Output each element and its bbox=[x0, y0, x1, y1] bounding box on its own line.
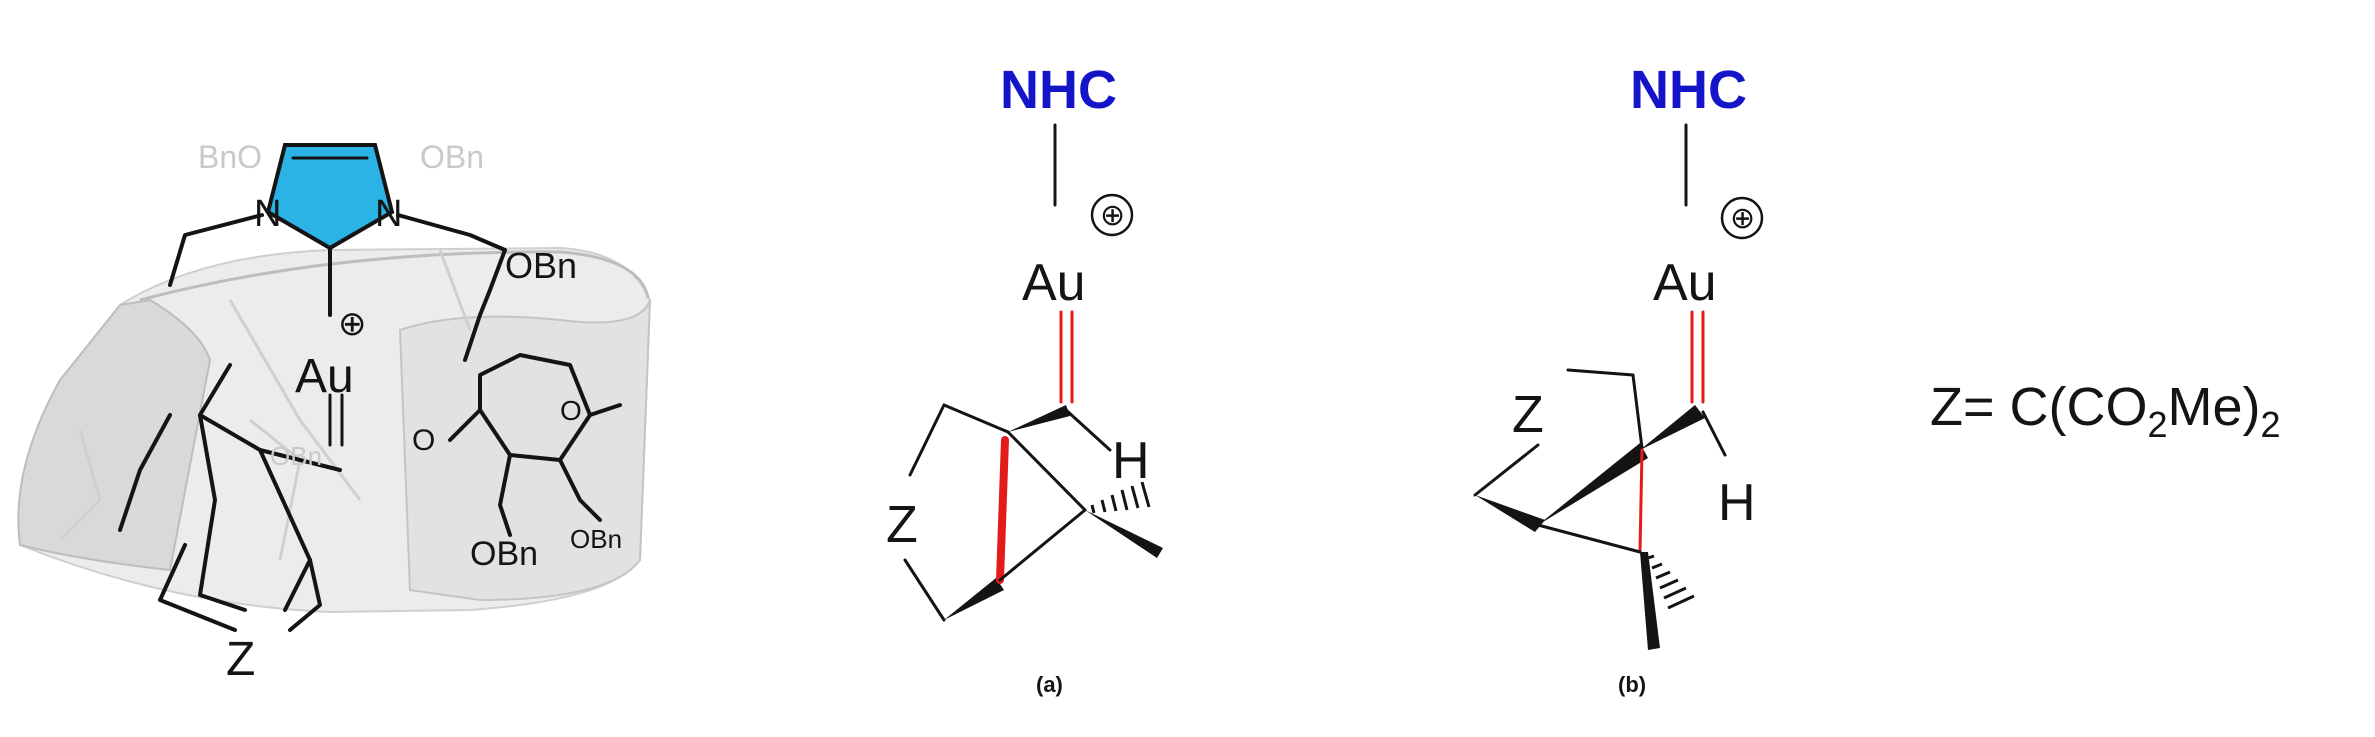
structure-b-hash-bond bbox=[1647, 554, 1695, 610]
cyclodextrin-gold-complex: BnO OBn OBn N N OBn ⊕ Au O O OBn OBn Z bbox=[17, 139, 652, 686]
structure-b-wedge-2 bbox=[1538, 443, 1648, 525]
structure-b-bond-5 bbox=[1536, 523, 1642, 554]
o-label-2: O bbox=[560, 395, 582, 426]
cone-rim bbox=[139, 250, 650, 302]
structure-a-charge: ⊕ bbox=[1100, 199, 1125, 232]
substrate-left-arm bbox=[198, 363, 247, 612]
obn-bottom-label-2: OBn bbox=[570, 524, 622, 554]
obn-label-faint: OBn bbox=[420, 139, 484, 175]
structure-a-bond-6 bbox=[998, 508, 1087, 582]
left-charge: ⊕ bbox=[338, 305, 367, 343]
structure-a-h-label: H bbox=[1112, 432, 1150, 490]
z-ring-bonds bbox=[158, 543, 322, 632]
z-definition: Z= C(CO2Me)2 bbox=[1930, 377, 2281, 445]
o-label-1: O bbox=[412, 424, 435, 457]
structure-a-bond-1 bbox=[942, 403, 1010, 434]
structure-a-bond-3 bbox=[903, 558, 946, 622]
glucose-obn-bond-1 bbox=[498, 453, 512, 537]
structure-b-h-label: H bbox=[1718, 474, 1756, 532]
obn-bottom-label-1: OBn bbox=[470, 535, 538, 573]
structure-b-methyl-wedge bbox=[1640, 552, 1660, 650]
substrate-outer-bond bbox=[118, 413, 172, 532]
structure-b-bond-1 bbox=[1566, 368, 1635, 377]
structure-b-charge-circle bbox=[1720, 196, 1764, 240]
structure-b-bond-4 bbox=[1701, 410, 1727, 457]
structure-a-methyl-wedge bbox=[1085, 510, 1163, 558]
right-n-chain bbox=[396, 213, 507, 362]
structure-b-caption: (b) bbox=[1618, 672, 1646, 697]
substrate-bridge bbox=[198, 413, 342, 472]
cone-left-wall bbox=[17, 298, 212, 572]
structure-b: NHC ⊕ Au H Z (b) bbox=[1473, 60, 1764, 697]
structure-a-hash-bond bbox=[1090, 481, 1151, 514]
structure-b-z-label: Z bbox=[1512, 386, 1544, 444]
structure-b-charge: ⊕ bbox=[1730, 202, 1755, 235]
structure-a-cyclopropane-red bbox=[996, 436, 1009, 584]
cone-right-wall bbox=[398, 299, 651, 602]
left-au-label: Au bbox=[295, 350, 354, 403]
glucose-ring bbox=[478, 353, 592, 462]
n-left-label: N bbox=[254, 193, 281, 235]
left-n-chain bbox=[168, 213, 264, 287]
bno-label-faint: BnO bbox=[198, 139, 262, 175]
structure-a-wedge-2 bbox=[944, 578, 1004, 620]
structure-b-nhc-label: NHC bbox=[1630, 60, 1747, 120]
structure-b-au-label: Au bbox=[1653, 254, 1717, 312]
structure-b-bond-3 bbox=[1473, 443, 1540, 497]
structure-a-bond-5 bbox=[1006, 430, 1087, 512]
structure-a-z-label: Z bbox=[886, 496, 918, 554]
structure-a-nhc-label: NHC bbox=[1000, 60, 1117, 120]
structure-b-wedge-3 bbox=[1640, 405, 1705, 450]
n-right-label: N bbox=[375, 193, 402, 235]
structure-a: NHC ⊕ Au H Z (a) bbox=[886, 60, 1163, 697]
left-z-label: Z bbox=[226, 633, 255, 686]
imidazolium-ring bbox=[265, 143, 395, 251]
structure-b-cyclopropane-red bbox=[1638, 448, 1644, 554]
structure-a-wedge-1 bbox=[1008, 405, 1070, 432]
structure-a-charge-circle bbox=[1090, 193, 1134, 237]
structure-a-bond-2 bbox=[908, 403, 946, 477]
structure-a-caption: (a) bbox=[1036, 672, 1063, 697]
glucose-o-bond bbox=[448, 408, 482, 442]
structure-b-bond-2 bbox=[1631, 373, 1644, 450]
obn-label-inner: OBn bbox=[270, 441, 322, 471]
structure-a-bond-4 bbox=[1064, 408, 1112, 452]
glucose-obn-bond-2 bbox=[558, 458, 602, 522]
structure-b-wedge-1 bbox=[1475, 495, 1545, 532]
obn-chain-label: OBn bbox=[505, 245, 577, 286]
glucose-o-bond-2 bbox=[588, 403, 622, 417]
structure-a-au-label: Au bbox=[1022, 254, 1086, 312]
